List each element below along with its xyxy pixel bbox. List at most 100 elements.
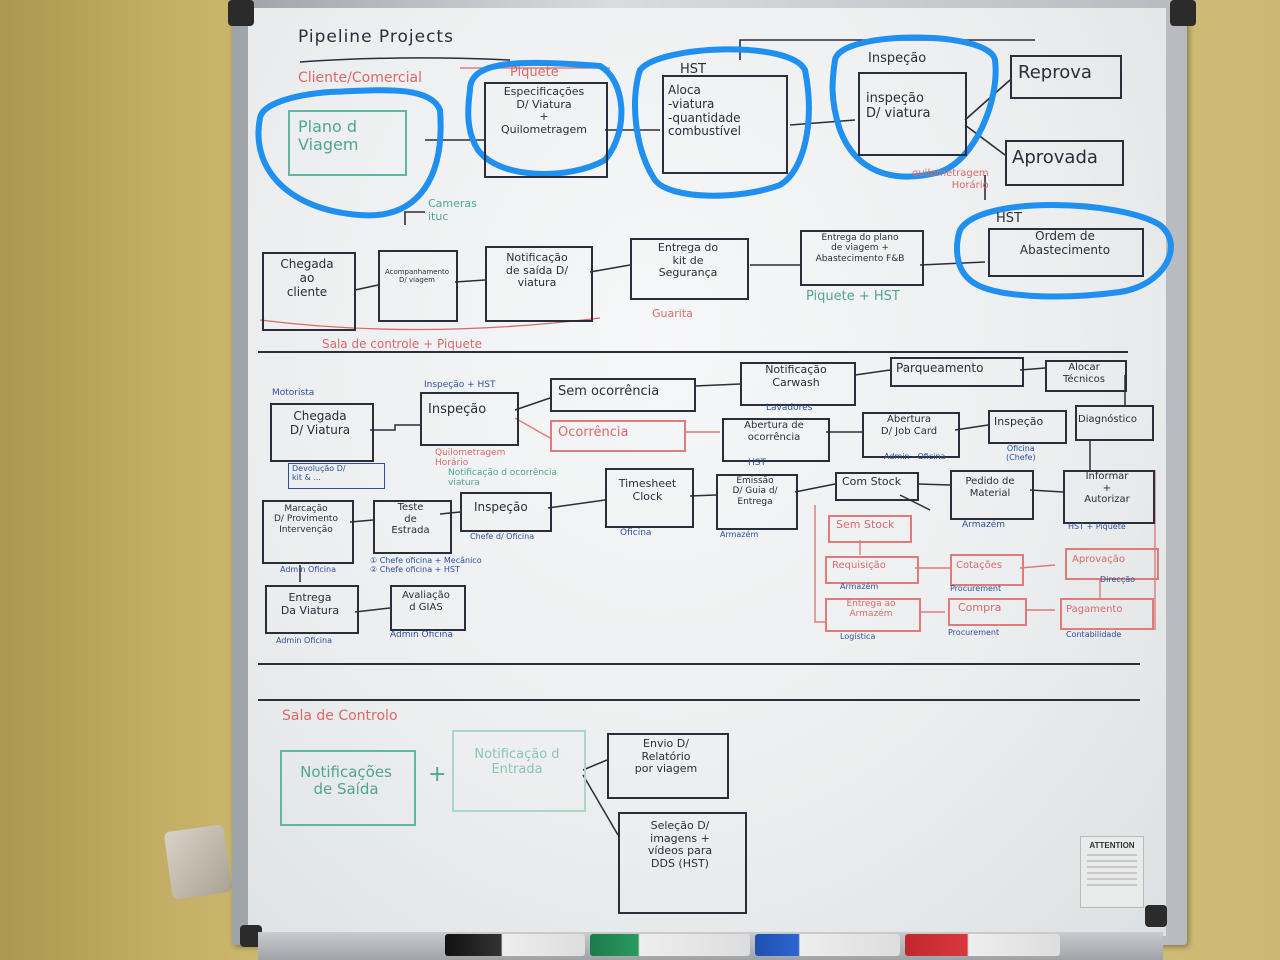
sem-stock-box — [828, 515, 912, 543]
notificacao-ocorrencia-note: Notificação d ocorrência viatura — [448, 468, 558, 489]
cameras-ituc-note: Cameras ituc — [428, 197, 477, 223]
cotacoes-label: Cotações — [956, 560, 1003, 571]
compra-box — [948, 598, 1027, 626]
avaliacao-box — [390, 585, 466, 631]
inspecao-box — [858, 72, 967, 156]
entrega-plano-box — [800, 230, 924, 286]
hst-note: HST — [748, 458, 766, 468]
sem-stock-label: Sem Stock — [836, 518, 895, 531]
timesheet-clock-box — [605, 468, 694, 528]
oficina-note: Oficina — [620, 528, 652, 538]
notificacao-saida-label: Notificação de saída D/ viatura — [505, 251, 569, 290]
inspecao-hst-header: Inspeção + HST — [424, 380, 496, 390]
admin-oficina-note-1: Admin - Oficina — [884, 452, 946, 461]
piquete-hst-note: Piquete + HST — [806, 289, 900, 304]
frame-corner-bottom-left — [240, 925, 262, 947]
teste-estrada-notes: ① Chefe oficina + Mecânico ② Chefe ofici… — [370, 556, 482, 575]
board-title: Pipeline Projects — [298, 27, 454, 47]
abertura-job-card-box — [862, 412, 960, 458]
selecao-imagens-label: Seleção D/ imagens + vídeos para DDS (HS… — [647, 819, 713, 870]
compra-label: Compra — [958, 601, 1002, 614]
chegada-cliente-box — [262, 252, 356, 331]
cotacoes-box — [950, 554, 1024, 586]
frame-corner-bottom-right — [1145, 905, 1167, 927]
notificacao-carwash-label: Notificação Carwash — [765, 363, 827, 389]
contabilidade-note: Contabilidade — [1066, 630, 1122, 639]
parqueamento-label: Parqueamento — [896, 361, 984, 375]
aloca-label: Aloca -viatura -quantidade combustível — [668, 83, 741, 139]
diagnostico-box — [1075, 405, 1154, 441]
logistica-note: Logística — [840, 632, 876, 641]
teste-estrada-box — [373, 500, 452, 554]
selecao-imagens-box — [618, 812, 747, 914]
title-underline — [299, 57, 511, 63]
armazem-note-2: Armazém — [840, 582, 879, 591]
sala-controle-piquete-note: Sala de controle + Piquete — [322, 337, 482, 351]
informar-autorizar-box — [1063, 470, 1155, 524]
hst-piquete-note: HST + Piquete — [1068, 522, 1126, 531]
inspecao-3-box — [988, 410, 1067, 444]
notificacao-entrada-box — [452, 730, 586, 812]
sala-controle-bracket — [259, 317, 601, 331]
avaliacao-label: Avaliação d GIAS — [402, 590, 450, 613]
inspecao-2-box — [420, 392, 519, 446]
entrega-viatura-label: Entrega Da Viatura — [280, 591, 340, 617]
entrega-plano-label: Entrega do plano de viagem + Abastecimen… — [815, 233, 905, 264]
piquete-header: Piquete — [510, 65, 559, 80]
envio-relatorio-box — [607, 733, 729, 799]
notificacoes-saida-label: Notificações de Saída — [300, 763, 392, 799]
procurement-note-2: Procurement — [948, 628, 1000, 637]
abertura-job-card-label: Abertura D/ Job Card — [880, 414, 938, 437]
admin-oficina-note-4: Admin Oficina — [390, 630, 453, 640]
frame-corner-top-right — [1170, 0, 1196, 26]
chegada-cliente-label: Chegada ao cliente — [280, 257, 334, 299]
parqueamento-box — [890, 357, 1024, 387]
inspecao-4-label: Inspeção — [474, 500, 528, 514]
informar-autorizar-label: Informar + Autorizar — [1084, 471, 1130, 505]
alocar-tecnicos-label: Alocar Técnicos — [1062, 362, 1105, 385]
armazem-note-1: Armazém — [962, 520, 1006, 530]
frame-corner-top-left — [228, 0, 254, 26]
entrega-kit-label: Entrega do kit de Segurança — [657, 241, 719, 280]
attention-sign: ATTENTION — [1080, 836, 1144, 908]
marker-green — [590, 934, 750, 956]
admin-oficina-note-2: Admin Oficina — [280, 565, 336, 574]
acompanhamento-label: Acompanhamento D/ viagem — [384, 268, 450, 285]
marcacao-label: Marcação D/ Provimento Intervenção — [274, 504, 338, 535]
chegada-viatura-label: Chegada D/ Viatura — [289, 409, 351, 437]
inspecao-3-label: Inspeção — [994, 415, 1044, 428]
devolucao-kit-box — [288, 463, 385, 489]
wall-shadow — [0, 0, 250, 960]
plano-viagem-label: Plano d Viagem — [298, 117, 359, 155]
pagamento-box — [1060, 598, 1154, 630]
reprova-box — [1010, 55, 1122, 99]
especificacoes-box — [484, 82, 608, 178]
envio-relatorio-label: Envio D/ Relatório por viagem — [634, 737, 698, 776]
requisicao-label: Requisição — [832, 560, 886, 571]
inspecao-4-box — [460, 492, 552, 532]
cliente-comercial-label: Cliente/Comercial — [298, 70, 422, 86]
ordem-abastecimento-label: Ordem de Abastecimento — [1019, 229, 1111, 257]
oficina-chefe-note: Oficina (Chefe) — [1006, 444, 1036, 463]
sem-ocorrencia-label: Sem ocorrência — [558, 384, 660, 399]
section3-arrows — [582, 759, 619, 836]
marker-black — [445, 934, 585, 956]
entrega-viatura-box — [265, 585, 359, 634]
aloca-box — [662, 75, 788, 174]
aprovada-box — [1005, 140, 1124, 186]
inspecao-2-label: Inspeção — [428, 402, 487, 417]
requisicao-box — [825, 556, 919, 584]
quilometragem-horario-note: quilometragem Horário — [912, 168, 989, 191]
ocorrencia-box — [550, 420, 686, 452]
notificacao-carwash-box — [740, 362, 856, 406]
alocar-tecnicos-box — [1045, 360, 1127, 392]
devolucao-kit-label: Devolução D/ kit & ... — [292, 464, 346, 483]
entrega-armazem-label: Entrega ao Armazém — [846, 599, 896, 620]
com-stock-label: Com Stock — [842, 475, 902, 488]
aprovacao-box — [1065, 548, 1159, 580]
emissao-guia-label: Emissão D/ Guia d/ Entrega — [732, 476, 778, 507]
section2-red-arrows — [514, 417, 1156, 630]
inspecao-label: inspeção D/ viatura — [866, 91, 931, 121]
inspecao-header: Inspeção — [868, 51, 927, 66]
